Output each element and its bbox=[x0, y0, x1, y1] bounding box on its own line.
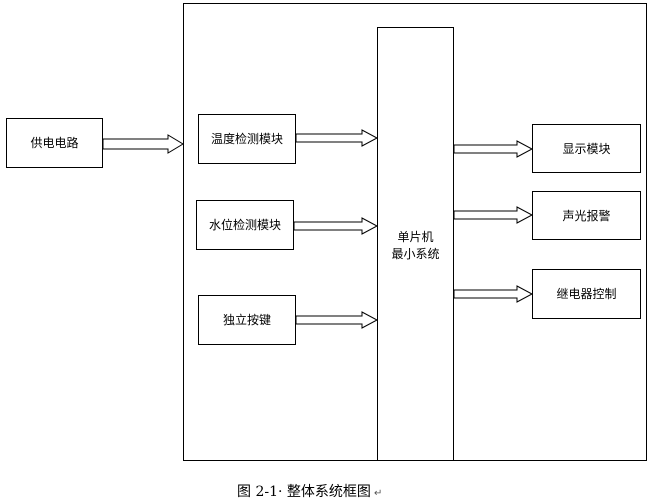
figure-caption: 图 2-1· 整体系统框图 bbox=[237, 484, 371, 500]
arrow-mcu-to-alarm bbox=[453, 206, 534, 224]
arrow-power-to-system bbox=[102, 134, 184, 154]
relay-label: 继电器控制 bbox=[556, 287, 616, 301]
alarm-block: 声光报警 bbox=[532, 191, 641, 240]
arrow-keys-to-mcu bbox=[295, 311, 379, 329]
display-module-label: 显示模块 bbox=[562, 142, 610, 156]
water-level-module-block: 水位检测模块 bbox=[196, 200, 294, 250]
temperature-module-label: 温度检测模块 bbox=[211, 131, 283, 146]
paragraph-mark: ↵ bbox=[374, 488, 382, 499]
keys-block: 独立按键 bbox=[198, 295, 296, 345]
keys-label: 独立按键 bbox=[223, 312, 271, 327]
water-level-module-label: 水位检测模块 bbox=[209, 217, 281, 232]
power-supply-block: 供电电路 bbox=[6, 118, 103, 168]
arrow-temperature-to-mcu bbox=[295, 129, 379, 147]
relay-block: 继电器控制 bbox=[532, 269, 641, 319]
temperature-module-block: 温度检测模块 bbox=[198, 114, 296, 164]
display-module-block: 显示模块 bbox=[532, 124, 641, 173]
mcu-block: 单片机 最小系统 bbox=[377, 27, 454, 461]
arrow-water-level-to-mcu bbox=[293, 217, 379, 235]
arrow-mcu-to-relay bbox=[453, 285, 534, 303]
alarm-label: 声光报警 bbox=[562, 208, 610, 223]
mcu-label-line1: 单片机 bbox=[397, 230, 433, 244]
power-supply-label: 供电电路 bbox=[30, 135, 78, 150]
arrow-mcu-to-display bbox=[453, 140, 534, 158]
mcu-label-line2: 最小系统 bbox=[391, 247, 439, 261]
